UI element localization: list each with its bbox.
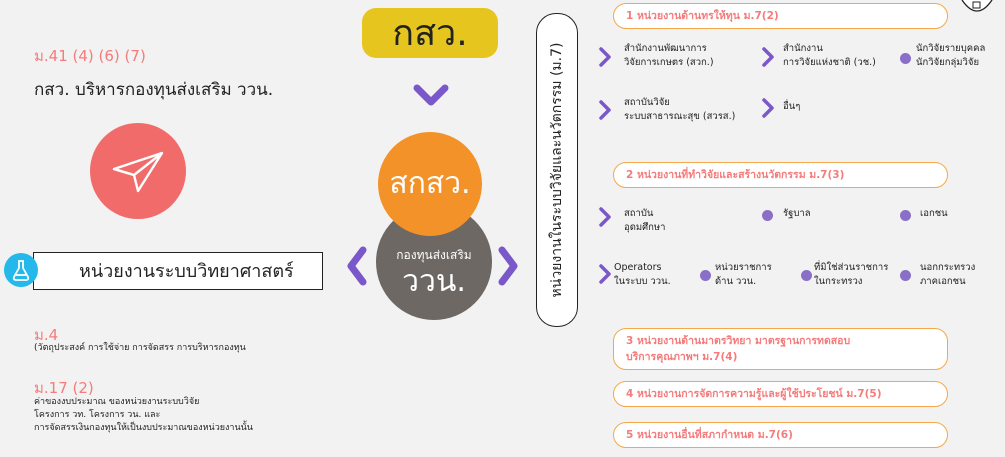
group4-pill: 4 หน่วยงานการจัดการความรู้และผู้ใช้ประโย… — [613, 381, 948, 407]
science-agency-label: หน่วยงานระบบวิทยาศาสตร์ — [79, 261, 294, 282]
section-m4-title: ม.4 — [34, 326, 59, 344]
research-agencies-label: หน่วยงานในระบบวิจัยและนวัตกรรม (ม.7) — [549, 42, 565, 298]
group1-item: สำนักงานพัฒนาการวิจัยการเกษตร (สวก.) — [624, 43, 714, 68]
fund-small-label: กองทุนส่งเสริม — [396, 248, 472, 262]
chevron-right-icon — [762, 47, 774, 67]
bullet-dot — [700, 270, 711, 281]
bullet-dot — [900, 270, 911, 281]
group1-pill: 1 หน่วยงานด้านทรให้ทุน ม.7(2) — [613, 3, 948, 29]
fund-big-label: ววน. — [402, 264, 466, 299]
group2-item: รัฐบาล — [783, 208, 811, 219]
research-agencies-pill: หน่วยงานในระบบวิจัยและนวัตกรรม (ม.7) — [536, 13, 578, 327]
tsri-circle: สกสว. — [378, 132, 482, 236]
doc-icon — [961, 0, 993, 12]
chevron-left-icon — [347, 246, 367, 286]
group2-item: หน่วยราชการด้าน ววน. — [715, 262, 772, 287]
section-m17-line3: การจัดสรรเงินกองทุนให้เป็นงบประมาณของหน่… — [34, 423, 253, 433]
chevron-right-icon — [599, 264, 611, 284]
group2-item: นอกกระทรวงภาคเอกชน — [920, 262, 976, 287]
tsri-label: สกสว. — [389, 166, 471, 201]
group1-title: 1 หน่วยงานด้านทรให้ทุน ม.7(2) — [626, 10, 779, 22]
bullet-dot — [900, 210, 911, 221]
bullet-dot — [762, 210, 773, 221]
science-agency-box: หน่วยงานระบบวิทยาศาสตร์ — [33, 252, 323, 290]
group5-pill: 5 หน่วยงานอื่นที่สภากำหนด ม.7(6) — [613, 422, 948, 448]
group4-title: 4 หน่วยงานการจัดการความรู้และผู้ใช้ประโย… — [626, 388, 882, 400]
group2-item: เอกชน — [920, 208, 948, 219]
flask-icon — [4, 253, 38, 287]
group5-title: 5 หน่วยงานอื่นที่สภากำหนด ม.7(6) — [626, 429, 793, 441]
paper-plane-icon — [112, 151, 164, 193]
section-m17-title: ม.17 (2) — [34, 379, 94, 397]
section-m17-line2: โครงการ วท. โครงการ วน. และ — [34, 410, 161, 420]
group1-item: นักวิจัยรายบุคคลนักวิจัยกลุ่มวิจัย — [916, 43, 986, 68]
section-m41-body: กสว. บริหารกองทุนส่งเสริม ววน. — [34, 80, 274, 100]
group3-pill: 3 หน่วยงานด้านมาตรวิทยา มาตรฐานการทดสอบ … — [613, 328, 948, 370]
chevron-down-icon — [413, 84, 449, 106]
group2-title: 2 หน่วยงานที่ทำวิจัยและสร้างนวัตกรรม ม.7… — [626, 169, 845, 181]
group3-line1: 3 หน่วยงานด้านมาตรวิทยา มาตรฐานการทดสอบ — [626, 335, 851, 347]
section-m41-title: ม.41 (4) (6) (7) — [34, 47, 146, 65]
chevron-right-icon — [599, 100, 611, 120]
group2-pill: 2 หน่วยงานที่ทำวิจัยและสร้างนวัตกรรม ม.7… — [613, 162, 948, 188]
section-m4-body: (วัตถุประสงค์ การใช้จ่าย การจัดสรร การบร… — [34, 343, 246, 353]
gsw-title: กสว. — [392, 13, 468, 54]
group2-item: ที่มิใช่ส่วนราชการในกระทรวง — [814, 262, 889, 287]
chevron-right-icon — [762, 98, 774, 118]
bullet-dot — [900, 53, 911, 64]
bullet-dot — [801, 270, 812, 281]
chevron-right-icon — [599, 207, 611, 227]
group1-item: สำนักงานการวิจัยแห่งชาติ (วช.) — [783, 43, 876, 68]
group2-item: สถาบันอุดมศึกษา — [624, 208, 666, 233]
group1-item: อื่นๆ — [783, 101, 801, 112]
group3-line2: บริการคุณภาพฯ ม.7(4) — [626, 351, 738, 363]
chevron-right-icon — [599, 47, 611, 67]
send-icon-circle — [90, 123, 186, 219]
chevron-right-icon — [498, 246, 518, 286]
group1-item: สถาบันวิจัยระบบสาธารณะสุข (สวรส.) — [624, 97, 736, 122]
section-m17-line1: ค่าของงบประมาณ ของหน่วยงานระบบวิจัย — [34, 397, 200, 407]
gsw-title-pill: กสว. — [362, 8, 498, 58]
